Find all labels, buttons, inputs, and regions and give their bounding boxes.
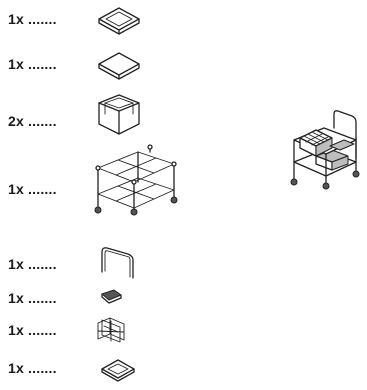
storage-box-icon (96, 92, 142, 138)
tray-lid-icon (96, 4, 142, 38)
assembled-cart-icon (286, 106, 362, 190)
quantity-label: 1x ....... (8, 181, 57, 197)
quantity-label: 1x ....... (8, 322, 57, 338)
bracket-icon (100, 287, 124, 305)
quantity-label: 1x ....... (8, 256, 57, 272)
quantity-label: 1x ....... (8, 360, 57, 376)
push-handle-icon (98, 244, 138, 282)
quantity-label: 1x ....... (8, 290, 57, 306)
frame-tray-icon (99, 356, 137, 384)
divider-insert-icon (96, 315, 128, 343)
cart-frame-icon (88, 138, 182, 218)
quantity-label: 1x ....... (8, 56, 57, 72)
flat-tray-icon (96, 48, 142, 82)
quantity-label: 2x ....... (8, 113, 57, 129)
quantity-label: 1x ....... (8, 11, 57, 27)
